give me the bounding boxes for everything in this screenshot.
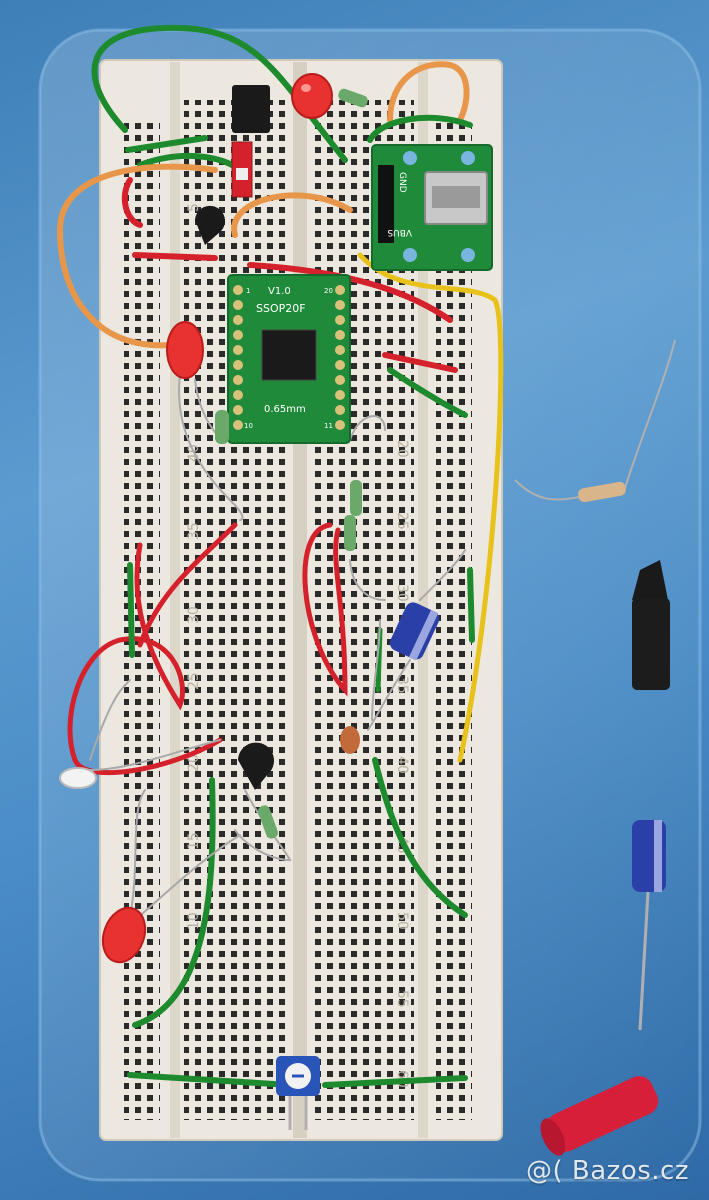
electrolytic-capacitor bbox=[389, 602, 440, 661]
component-lead bbox=[178, 374, 244, 521]
left-terminal-strip bbox=[184, 100, 288, 1120]
component-lead bbox=[89, 739, 221, 771]
yellow-wire bbox=[357, 252, 504, 763]
row-number: 20 bbox=[394, 440, 410, 458]
green-wire bbox=[387, 367, 468, 418]
pcb-pin-label: 20 bbox=[324, 287, 333, 295]
component-lead bbox=[134, 834, 241, 921]
black-banana-plug bbox=[632, 560, 670, 690]
component-lead bbox=[349, 415, 386, 441]
usb-vbus-label: VBUS bbox=[387, 227, 412, 237]
orange-wire bbox=[387, 61, 470, 123]
white-led bbox=[59, 767, 97, 789]
ceramic-capacitor bbox=[340, 726, 360, 754]
red-wire bbox=[121, 177, 143, 228]
component-lead bbox=[349, 559, 386, 601]
row-number: 5 bbox=[186, 203, 202, 212]
green-wire bbox=[467, 567, 475, 643]
row-number: 20 bbox=[186, 754, 202, 772]
pcb-pin-label: 1 bbox=[246, 287, 250, 295]
orange-wire bbox=[56, 163, 218, 349]
component-lead bbox=[371, 619, 381, 721]
red-wire bbox=[132, 252, 218, 261]
component-lead bbox=[129, 789, 146, 916]
green-wire bbox=[127, 1072, 293, 1088]
resistor bbox=[215, 410, 229, 444]
orange-wire bbox=[231, 192, 353, 238]
transistor bbox=[195, 205, 225, 245]
row-number: 55 bbox=[394, 990, 410, 1008]
pcb-pin-label: 10 bbox=[244, 422, 253, 430]
red-banana-plug bbox=[540, 1076, 659, 1156]
transistor bbox=[238, 742, 274, 790]
row-number: 30 bbox=[186, 606, 202, 624]
green-wire bbox=[125, 135, 208, 153]
row-number: 25 bbox=[394, 512, 410, 530]
ssop20-adapter-pcb: V1.0 SSOP20F 0.65mm 1 10 20 11 bbox=[227, 274, 351, 444]
red-wire bbox=[302, 522, 348, 697]
ssop-chip bbox=[261, 329, 317, 381]
loose-electrolytic-capacitor bbox=[632, 820, 666, 1031]
green-wire bbox=[127, 562, 135, 658]
row-number: 35 bbox=[186, 522, 202, 540]
red-led bbox=[291, 73, 333, 119]
row-number: 30 bbox=[394, 584, 410, 602]
component-lead bbox=[419, 549, 466, 601]
red-led bbox=[101, 906, 147, 964]
watermark: @( Bazos.cz bbox=[526, 1156, 689, 1186]
pcb-pitch-label: 0.65mm bbox=[264, 404, 306, 415]
pin-header bbox=[378, 165, 394, 243]
row-number: 25 bbox=[186, 672, 202, 690]
component-lead bbox=[367, 659, 411, 731]
red-wire bbox=[67, 542, 223, 776]
loose-resistor-lead bbox=[514, 339, 676, 501]
pcb-version-label: V1.0 bbox=[268, 286, 291, 297]
row-number: 10 bbox=[186, 912, 202, 930]
row-number: 35 bbox=[394, 676, 410, 694]
resistor bbox=[257, 805, 279, 839]
loose-resistor bbox=[578, 481, 626, 503]
red-wire bbox=[137, 522, 238, 648]
row-number: 40 bbox=[394, 756, 410, 774]
green-wire bbox=[132, 777, 216, 1028]
resistor bbox=[344, 515, 356, 551]
usb-gnd-label: GND bbox=[397, 172, 407, 193]
pcb-package-label: SSOP20F bbox=[256, 302, 306, 315]
usb-breakout-board: GND VBUS bbox=[371, 144, 493, 271]
red-wire bbox=[382, 352, 458, 373]
green-wire bbox=[322, 1075, 468, 1088]
green-wire bbox=[367, 114, 473, 143]
red-wire bbox=[247, 262, 453, 323]
resistor bbox=[350, 480, 362, 516]
push-button bbox=[232, 85, 270, 133]
row-number: 50 bbox=[394, 912, 410, 930]
resistor bbox=[338, 88, 368, 108]
component-lead bbox=[89, 679, 131, 761]
green-wire bbox=[372, 757, 468, 918]
row-number: 15 bbox=[186, 832, 202, 850]
red-led bbox=[166, 321, 204, 379]
pcb-pin-label: 11 bbox=[324, 422, 333, 430]
trimmer-potentiometer bbox=[276, 1056, 320, 1130]
